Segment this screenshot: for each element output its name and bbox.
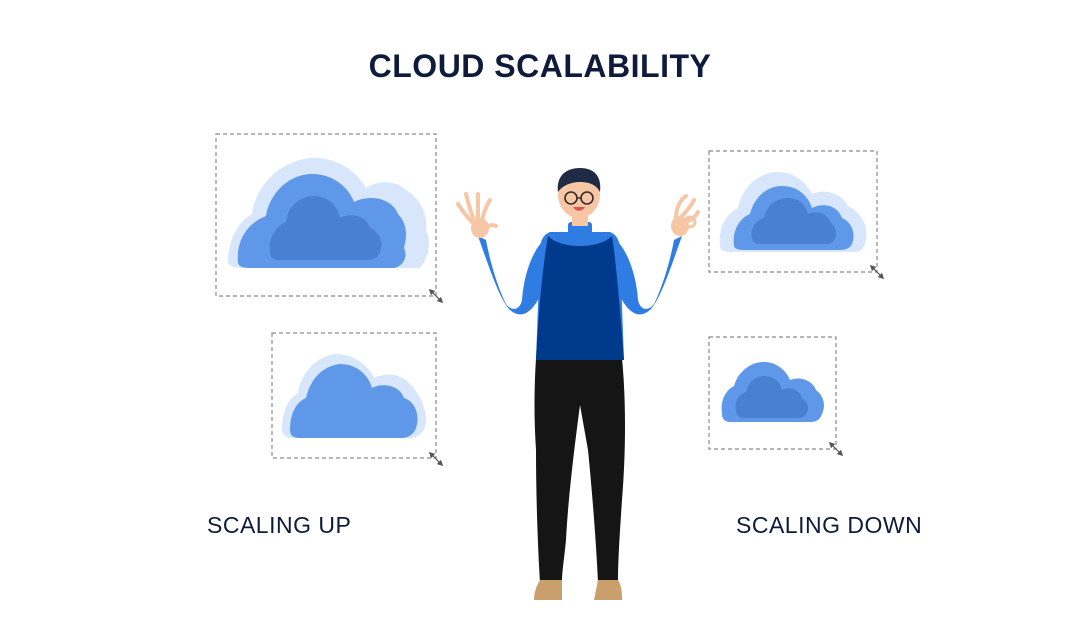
left-hand [456,192,498,238]
pants [534,358,625,582]
hair [557,168,601,192]
scaling-up-frame-small [271,332,444,467]
vest [536,236,624,360]
glasses-icon [564,191,594,205]
left-arm [478,236,552,315]
mouth [573,207,585,211]
scaling-down-frame-small [708,336,844,457]
scaling-up-frame-large [215,133,444,304]
cloud-icon [282,354,426,438]
page-title: CLOUD SCALABILITY [368,48,712,84]
cloud-icon [719,172,867,252]
cloud-icon [228,157,429,268]
cloud-icon [721,362,824,422]
scaling-down-frame-large [708,150,885,280]
scaling-up-label: SCALING UP [207,512,352,538]
right-hand [671,194,700,236]
right-shoe [594,580,622,600]
left-shoe [534,580,562,600]
scaling-down-label: SCALING DOWN [736,512,923,538]
right-arm [608,236,682,315]
person-illustration [456,168,700,600]
